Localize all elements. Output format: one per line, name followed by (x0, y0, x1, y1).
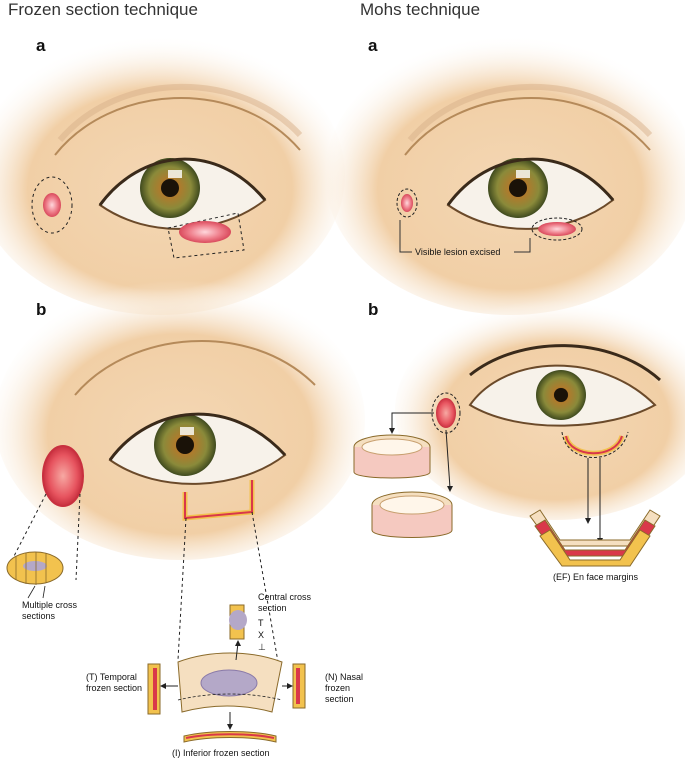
left-b-excised-lid-defect (182, 480, 255, 521)
right-a-bracket-left (399, 220, 412, 253)
panel-label-right-a: a (368, 36, 378, 55)
label-inferior-frozen-section: (I) Inferior frozen section (172, 748, 270, 758)
label-central-t: T (258, 618, 264, 628)
right-a-eye (446, 157, 615, 230)
panel-label-left-b: b (36, 300, 47, 319)
en-face-layers (529, 509, 661, 567)
label-multiple-cross-sections: Multiple cross sections (22, 600, 78, 621)
label-central-x: X (258, 630, 265, 640)
ring-specimen-upper (353, 434, 431, 479)
label-temporal-frozen-section: (T) Temporal frozen section (86, 672, 143, 693)
label-central-perp: ⊥ (258, 642, 266, 652)
left-b-oval-excision (42, 445, 84, 507)
left-a-eyebrow (54, 97, 301, 156)
left-a-lesion-lower-lid (167, 212, 245, 259)
left-a-pupil (161, 179, 179, 197)
temporal-slice (147, 663, 161, 715)
label-visible-lesion-excised: Visible lesion excised (415, 247, 501, 257)
panel-label-left-a: a (36, 36, 46, 55)
left-a-eye (98, 157, 267, 230)
label-en-face-margins: (EF) En face margins (553, 572, 639, 582)
right-a-bracket-right (514, 238, 531, 253)
right-b-lid-defect (561, 431, 629, 458)
central-cross-section-slice (229, 604, 247, 640)
right-b-eye (468, 364, 657, 427)
ring-specimen-lower (371, 491, 453, 538)
left-b-cross-sectioned-specimen (6, 551, 64, 585)
left-b-arrows (160, 640, 293, 730)
label-nasal-frozen-section: (N) Nasal frozen section (325, 672, 364, 704)
left-a-lesion-temporal (31, 176, 73, 234)
left-b-eye (108, 412, 287, 485)
central-block (177, 652, 283, 713)
nasal-slice (292, 663, 306, 709)
right-a-lesion-temporal (396, 188, 418, 218)
right-a-lesion-lower-lid (531, 217, 583, 241)
left-column-title: Frozen section technique (8, 0, 198, 19)
right-column-title: Mohs technique (360, 0, 481, 19)
inferior-slice (183, 731, 277, 743)
label-central-cross-section: Central cross section (258, 592, 312, 613)
panel-label-right-b: b (368, 300, 379, 319)
